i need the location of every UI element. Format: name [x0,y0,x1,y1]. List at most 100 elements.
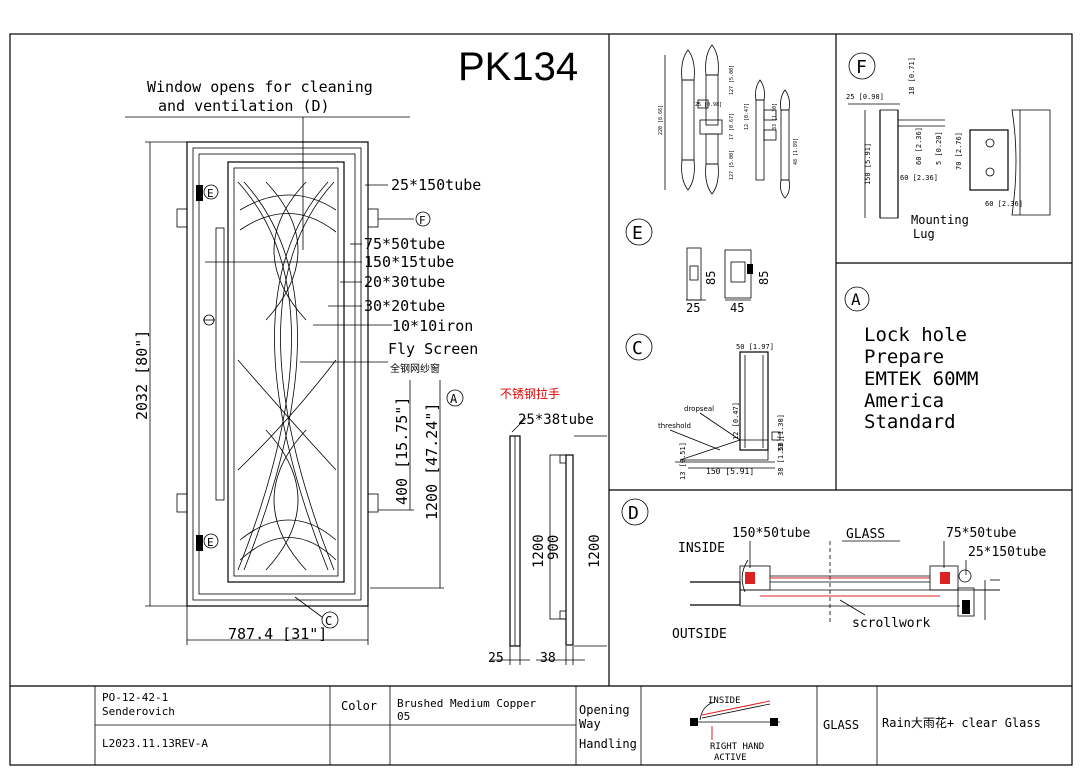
hinge-dim-5: 33 [1.30] [772,103,778,130]
detail-a-line-3: EMTEK 60MM [864,368,978,390]
detail-f-dim-60b: 60 [2.36] [900,174,938,182]
detail-f-dim-70: 70 [2.76] [955,132,963,170]
hinge-detail: 220 [8.66] 127 [5.00] 25 [0.98] 17 [0.67… [658,44,799,199]
detail-a-line-4: America [864,390,944,412]
callout-75x50: 75*50tube [364,235,445,253]
scrollwork [237,181,337,571]
detail-e-dim-1: 85 [757,271,771,285]
callout-25x150: 25*150tube [391,176,481,194]
detail-e: E 85 85 25 45 [625,218,771,315]
detail-a-line-2: Prepare [864,346,944,368]
title-opening-1: Opening [579,703,630,717]
detail-d-inside: INSIDE [678,541,725,556]
callout-150x15: 150*15tube [364,253,454,271]
detail-c-dim-13: 13 [0.51] [679,442,687,480]
handle-tube: 25*38tube [518,412,594,428]
handle-dim-25: 25 [488,651,504,666]
hinge-dim-1: 127 [5.00] [729,65,735,95]
detail-e-letter: E [632,223,643,244]
title-customer: Senderovich [102,705,175,718]
callout-fly-screen: Fly Screen [388,340,478,358]
width-dimension: 787.4 [31"] [228,625,327,643]
detail-f-dim-18: 18 [0.71] [908,57,916,95]
detail-e-dim-3: 45 [730,301,744,315]
hinge-dim-3: 17 [0.67] [729,113,735,140]
title-color-label: Color [341,699,377,713]
title-opening-3: Handling [579,737,637,751]
hinge-dim-4: 12 [0.47] [744,103,750,130]
marker-c: C [325,614,332,628]
detail-c-dim-38: 38 [1.50] [777,438,785,476]
detail-d-glass: GLASS [846,527,885,542]
title-glass-value: Rain大雨花+ clear Glass [882,715,1041,730]
detail-f-caption-1: Mounting [911,213,969,227]
detail-a-letter: A [851,290,861,309]
drawing-title: PK134 [458,45,578,89]
detail-c-top-dim: 50 [1.97] [736,343,774,351]
handle-dim-1200b: 1200 [587,534,603,568]
detail-f-dim-60a: 60 [2.36] [915,127,923,165]
detail-d-tube150: 150*50tube [732,526,810,541]
detail-c-dim-33: 33 [1.30] [777,414,785,452]
title-block: PO-12-42-1 Senderovich L2023.11.13REV-A … [94,686,1041,765]
detail-f-dim-60c: 60 [2.36] [985,200,1023,208]
marker-e-top: E [207,187,214,200]
hinge-dim-0: 220 [8.66] [658,105,664,135]
handle-label-cn: 不锈钢拉手 [500,386,560,401]
window-note-line1: Window opens for cleaning [147,78,373,96]
detail-c-dim-12: 12 [0.47] [732,402,740,440]
detail-c: C 50 [1.97] dropseal threshold 12 [0.47]… [625,333,785,480]
window-note-line2: and ventilation (D) [158,97,330,115]
detail-d-tube25: 25*150tube [968,545,1046,560]
callout-30x20: 30*20tube [364,297,445,315]
detail-f-letter: F [856,57,867,78]
detail-f-dim-150: 150 [5.91] [864,143,872,185]
detail-d-tube75: 75*50tube [946,526,1017,541]
detail-a: A Lock hole Prepare EMTEK 60MM America S… [844,286,978,433]
detail-e-dim-2: 25 [686,301,700,315]
callout-10x10: 10*10iron [392,317,473,335]
handle-dim-1200a: 1200 [531,534,547,568]
detail-f-dim-25: 25 [0.98] [846,93,884,101]
marker-f: F [419,214,426,227]
detail-c-letter: C [632,338,643,359]
detail-d-letter: D [628,503,639,524]
sheet-frame [9,33,1073,766]
detail-c-dropseal: dropseal [684,405,714,413]
callout-fly-screen-cn: 全钢网纱窗 [390,362,440,375]
detail-c-threshold: threshold [658,422,691,430]
detail-c-dim-150: 150 [5.91] [706,467,754,476]
title-po: PO-12-42-1 [102,691,168,704]
handle-dim-38: 38 [540,651,556,666]
title-color-value-1: Brushed Medium Copper [397,697,536,710]
detail-a-line-1: Lock hole [864,324,967,346]
door-elevation: Window opens for cleaning and ventilatio… [125,78,481,645]
swing-inside: INSIDE [708,696,741,706]
marker-a: A [450,392,458,406]
swing-diagram: INSIDE RIGHT HAND ACTIVE [690,696,780,763]
detail-d-scrollwork: scrollwork [852,616,930,631]
detail-f: F 25 [0.98] 18 [0.71] 150 [5.91] 60 [2.3… [846,52,1051,241]
hinge-dim-7: 48 [1.89] [793,138,799,165]
detail-d-outside: OUTSIDE [672,627,727,642]
detail-e-dim-0: 85 [704,271,718,285]
detail-d: D INSIDE OUTSIDE 150*50tube GLASS 75*50t… [621,498,1046,642]
hinge-dim-6: 127 [5.00] [729,150,735,180]
title-color-value-2: 05 [397,710,410,723]
hinge-dim-2: 25 [0.98] [695,102,722,108]
detail-f-caption-2: Lug [913,227,935,241]
handle-view: 不锈钢拉手 25*38tube 1200 900 1200 25 38 [488,386,607,666]
callout-20x30: 20*30tube [364,273,445,291]
swing-label-1: RIGHT HAND [710,742,764,752]
title-revision: L2023.11.13REV-A [102,737,208,750]
dimension-1200: 1200 [47.24"] [423,403,441,520]
detail-f-dim-5: 5 [0.20] [935,131,943,165]
title-glass-label: GLASS [823,718,859,732]
handle-dim-900: 900 [546,535,562,560]
title-opening-2: Way [579,717,601,731]
dimension-400: 400 [15.75"] [393,397,411,505]
height-dimension: 2032 [80"] [133,330,151,420]
swing-label-2: ACTIVE [714,753,747,763]
detail-a-line-5: Standard [864,411,956,433]
